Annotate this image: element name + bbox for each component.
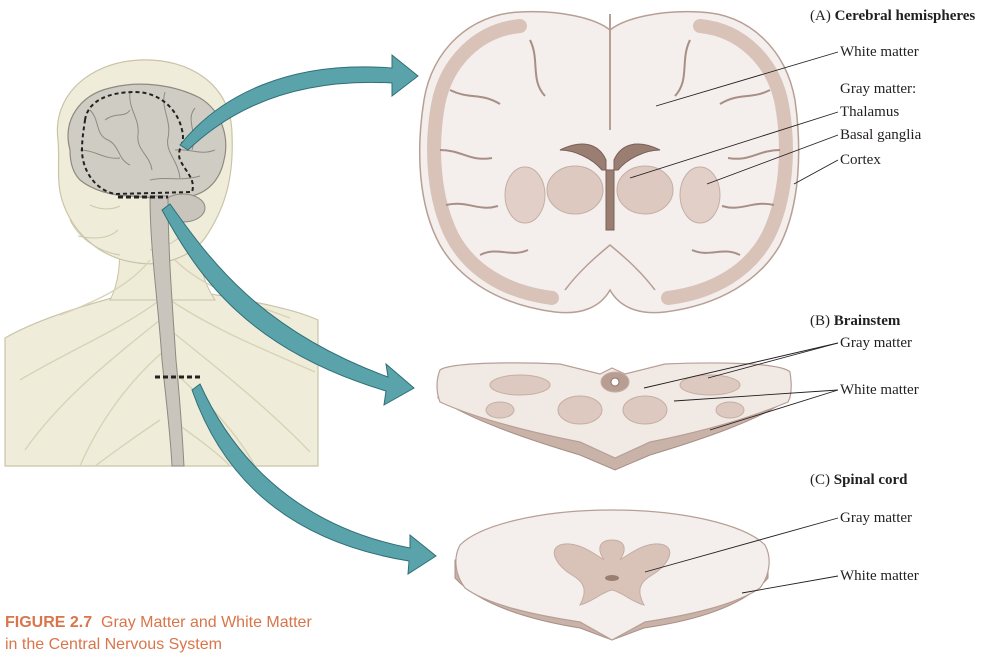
face-sketch bbox=[69, 204, 189, 256]
leader-a-basal-ganglia bbox=[706, 134, 839, 185]
basal-ganglia-right bbox=[679, 166, 721, 224]
label-c-white-matter: White matter bbox=[840, 568, 919, 584]
leader-b-gray-2 bbox=[707, 342, 839, 379]
thalamus-left bbox=[546, 165, 604, 215]
heading-title: Cerebral hemispheres bbox=[834, 8, 976, 24]
label-a-gray-matter-heading: Gray matter: bbox=[840, 81, 917, 97]
central-canal bbox=[605, 575, 619, 581]
label-b-gray-matter: Gray matter bbox=[840, 335, 913, 351]
label-a-thalamus: Thalamus bbox=[840, 104, 900, 120]
connector-arrows bbox=[161, 53, 437, 575]
label-a-white-matter: White matter bbox=[840, 44, 919, 60]
leader-lines bbox=[629, 51, 839, 594]
heading-title: Brainstem bbox=[833, 313, 901, 329]
heading-prefix: (C) bbox=[810, 472, 830, 488]
figure-number: FIGURE 2.7 bbox=[5, 614, 93, 631]
leader-a-white-matter bbox=[655, 51, 839, 107]
figure-caption: FIGURE 2.7 Gray Matter and White Matter … bbox=[5, 612, 312, 656]
cerebral-cortex-band bbox=[427, 19, 793, 305]
heading-brainstem: (B) Brainstem bbox=[810, 314, 900, 329]
spinal-cord bbox=[149, 195, 185, 467]
brain bbox=[67, 83, 227, 199]
label-a-cortex: Cortex bbox=[840, 152, 881, 168]
caption-title-line1: Gray Matter and White Matter bbox=[101, 614, 312, 631]
arrow-to-brainstem bbox=[161, 203, 415, 406]
leader-c-white bbox=[741, 575, 839, 594]
basal-ganglia-left bbox=[504, 166, 546, 224]
hemisphere-dashed-outline bbox=[80, 90, 194, 196]
cerebral-aqueduct bbox=[610, 377, 620, 387]
arrow-to-cerebral bbox=[179, 53, 419, 151]
leader-a-thalamus bbox=[629, 111, 839, 179]
spinal-cord-section bbox=[454, 509, 770, 641]
heading-cerebral-hemispheres: (A) Cerebral hemispheres bbox=[810, 9, 975, 24]
heading-prefix: (A) bbox=[810, 8, 831, 24]
cerebral-sulci bbox=[439, 39, 781, 256]
brain-folds bbox=[79, 91, 216, 181]
label-a-basal-ganglia: Basal ganglia bbox=[840, 127, 922, 143]
heading-spinal-cord: (C) Spinal cord bbox=[810, 473, 908, 488]
leader-b-white-2 bbox=[709, 389, 839, 431]
human-figure bbox=[4, 59, 319, 467]
brainstem-gray-nuclei bbox=[485, 371, 745, 425]
leader-b-gray-1 bbox=[643, 342, 839, 389]
caption-title-line2: in the Central Nervous System bbox=[5, 636, 222, 653]
leader-b-white-1 bbox=[673, 389, 839, 402]
cerebral-section-outline bbox=[418, 10, 800, 314]
label-c-gray-matter: Gray matter bbox=[840, 510, 913, 526]
brainstem-section bbox=[436, 362, 792, 471]
cerebral-base-notch bbox=[564, 244, 656, 291]
spinal-gray-butterfly bbox=[553, 539, 671, 606]
arrow-to-spinal-cord bbox=[191, 383, 437, 575]
heading-prefix: (B) bbox=[810, 313, 830, 329]
heading-title: Spinal cord bbox=[833, 472, 908, 488]
label-b-white-matter: White matter bbox=[840, 382, 919, 398]
lateral-ventricles bbox=[559, 143, 661, 231]
peripheral-nerves bbox=[19, 259, 316, 467]
leader-c-gray bbox=[644, 517, 839, 573]
caption-line-1: FIGURE 2.7 Gray Matter and White Matter bbox=[5, 612, 312, 634]
cerebral-section bbox=[418, 10, 800, 314]
leader-a-cortex bbox=[793, 159, 839, 185]
